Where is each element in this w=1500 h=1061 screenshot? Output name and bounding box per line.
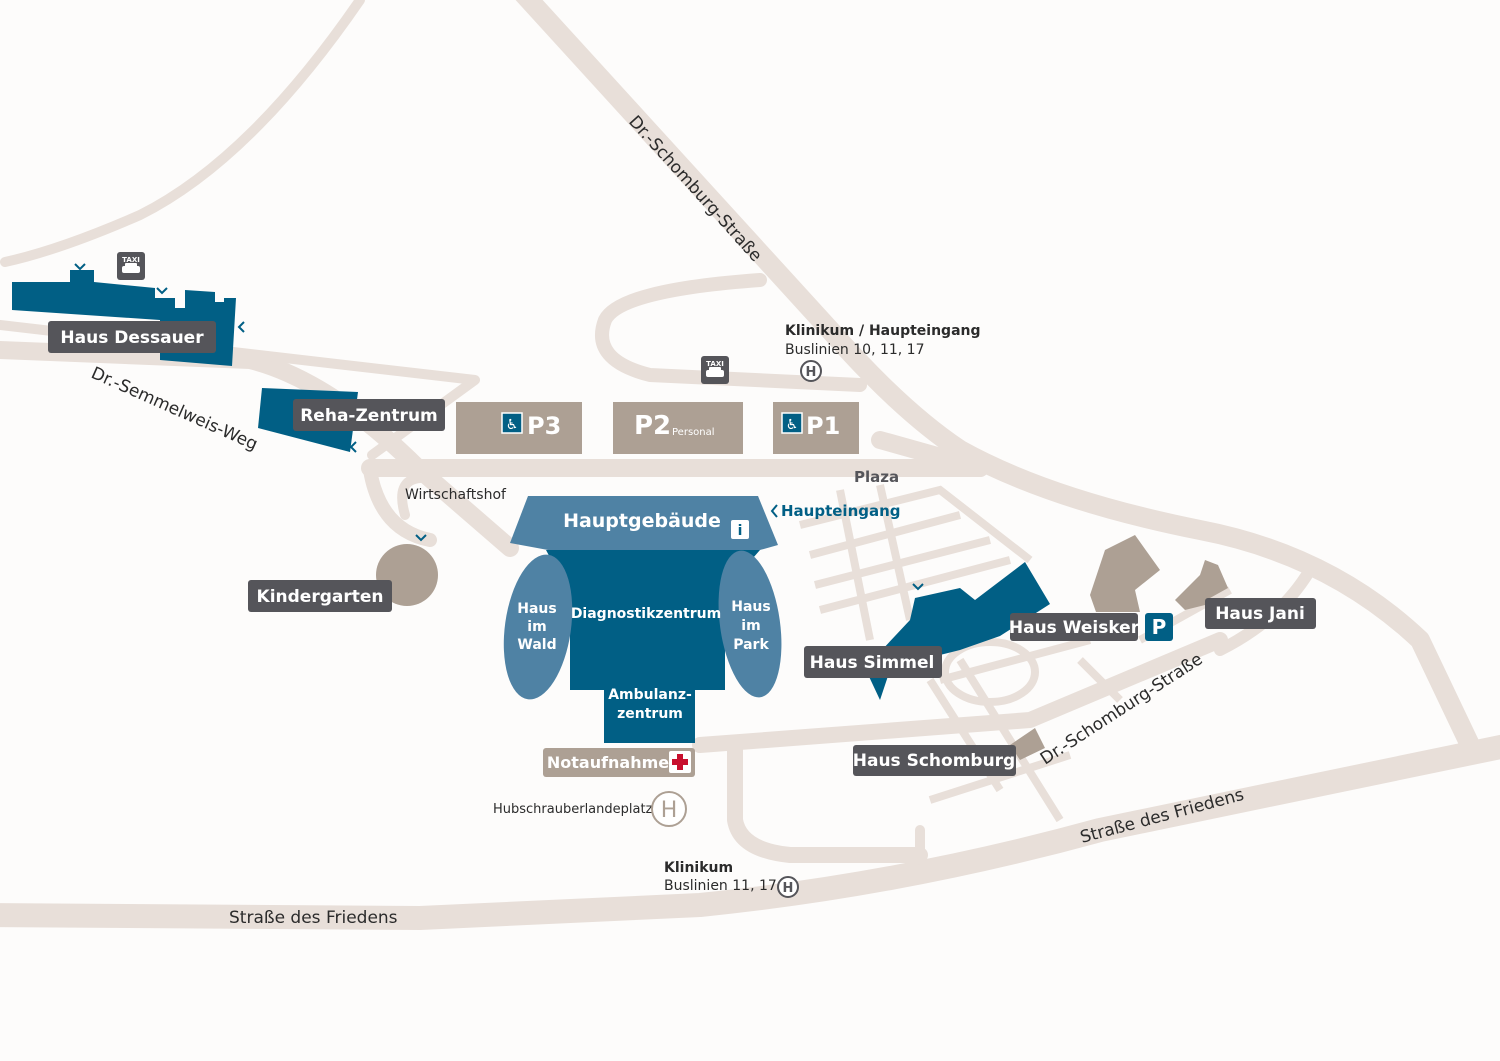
- svg-text:H: H: [806, 365, 817, 380]
- svg-text:im: im: [527, 619, 546, 635]
- parking-p1-label: P1: [806, 412, 840, 440]
- road-schomburg-north: [515, 0, 1480, 755]
- svg-text:Haus: Haus: [731, 599, 770, 615]
- svg-text:Wald: Wald: [517, 637, 556, 653]
- svg-text:TAXI: TAXI: [122, 256, 140, 264]
- svg-text:Haupteingang: Haupteingang: [781, 502, 901, 520]
- svg-text:Kindergarten: Kindergarten: [257, 587, 384, 607]
- parking-p2: [613, 402, 743, 454]
- svg-text:♿: ♿: [786, 417, 799, 433]
- wirtschaftshof-label: Wirtschaftshof: [405, 487, 507, 503]
- bus-stop-icon: H: [777, 876, 799, 898]
- diagnostikzentrum-label: Diagnostikzentrum: [571, 606, 721, 622]
- bus-stop-klinikum-lines: Buslinien 11, 17: [664, 878, 777, 894]
- haus-simmel-shape: [865, 562, 1050, 700]
- svg-text:Notaufnahme: Notaufnahme: [547, 753, 669, 772]
- label-kindergarten: Kindergarten: [248, 580, 392, 612]
- svg-text:Haus Dessauer: Haus Dessauer: [60, 328, 204, 348]
- helipad-icon: H: [651, 791, 687, 827]
- haus-im-wald-label: Haus im Wald: [517, 601, 556, 653]
- info-icon: i: [731, 520, 749, 539]
- label-haus-schomburg: Haus Schomburg: [853, 745, 1016, 776]
- parking-icon: P: [1145, 613, 1173, 641]
- parking-p3-label: P3: [527, 412, 561, 440]
- parking-p2-sublabel: Personal: [672, 427, 715, 438]
- bus-stop-icon: H: [800, 360, 822, 382]
- svg-text:zentrum: zentrum: [617, 706, 683, 722]
- bus-stop-haupteingang-title: Klinikum / Haupteingang: [785, 323, 981, 339]
- svg-text:im: im: [741, 618, 760, 634]
- svg-text:i: i: [738, 523, 743, 539]
- svg-text:Haus Jani: Haus Jani: [1215, 604, 1305, 624]
- svg-text:H: H: [661, 798, 678, 823]
- taxi-icon: TAXI: [117, 252, 145, 280]
- parking-p2-label: P2: [634, 411, 671, 441]
- red-cross-icon: [669, 751, 691, 773]
- taxi-icon: TAXI: [701, 356, 729, 384]
- svg-text:P: P: [1152, 615, 1167, 639]
- svg-text:TAXI: TAXI: [706, 360, 724, 368]
- road-label-schomburg-north: Dr.-Schomburg-Straße: [624, 112, 765, 266]
- svg-text:Haus Simmel: Haus Simmel: [810, 653, 935, 673]
- ambulanzzentrum-label: Ambulanz- zentrum: [608, 687, 692, 722]
- label-haus-weisker: Haus Weisker: [1009, 613, 1140, 641]
- label-haus-simmel: Haus Simmel: [804, 646, 942, 678]
- label-haus-jani: Haus Jani: [1205, 598, 1316, 629]
- haupteingang-label: Haupteingang: [770, 502, 901, 520]
- bus-stop-klinikum-title: Klinikum: [664, 860, 733, 876]
- hauptgebaeude-complex: [503, 496, 782, 743]
- entrance-chevron-icon: [770, 504, 778, 518]
- svg-text:Haus: Haus: [517, 601, 556, 617]
- wheelchair-icon: ♿: [501, 412, 523, 434]
- road-network: [0, 0, 1500, 930]
- road-strasse-des-friedens: [0, 734, 1500, 930]
- svg-text:Park: Park: [733, 637, 769, 653]
- svg-text:Haus Schomburg: Haus Schomburg: [853, 751, 1015, 771]
- road-label-friedens-west: Straße des Friedens: [229, 908, 398, 928]
- label-haus-dessauer: Haus Dessauer: [48, 321, 216, 353]
- hubschrauber-label: Hubschrauberlandeplatz: [493, 802, 653, 817]
- svg-text:Haus Weisker: Haus Weisker: [1009, 618, 1140, 638]
- parking-lots: [456, 402, 859, 454]
- hauptgebaeude-label: Hauptgebäude: [563, 510, 721, 532]
- haus-jani-shape: [1175, 560, 1228, 610]
- svg-text:Reha-Zentrum: Reha-Zentrum: [300, 406, 438, 426]
- haus-im-park-label: Haus im Park: [731, 599, 770, 653]
- wheelchair-icon: ♿: [781, 412, 803, 434]
- plaza-label: Plaza: [854, 468, 899, 486]
- road-label-semmelweis: Dr.-Semmelweis-Weg: [88, 363, 261, 455]
- notaufnahme-label: Notaufnahme: [543, 748, 695, 777]
- svg-text:♿: ♿: [506, 417, 519, 433]
- bus-stop-haupteingang-lines: Buslinien 10, 11, 17: [785, 342, 925, 358]
- svg-text:H: H: [783, 881, 794, 896]
- label-reha-zentrum: Reha-Zentrum: [293, 399, 445, 431]
- haus-schomburg-shape: [1010, 728, 1045, 760]
- svg-text:Ambulanz-: Ambulanz-: [608, 687, 692, 703]
- entrance-chevron-icon: [74, 263, 924, 591]
- haus-weisker-shape: [1090, 535, 1160, 612]
